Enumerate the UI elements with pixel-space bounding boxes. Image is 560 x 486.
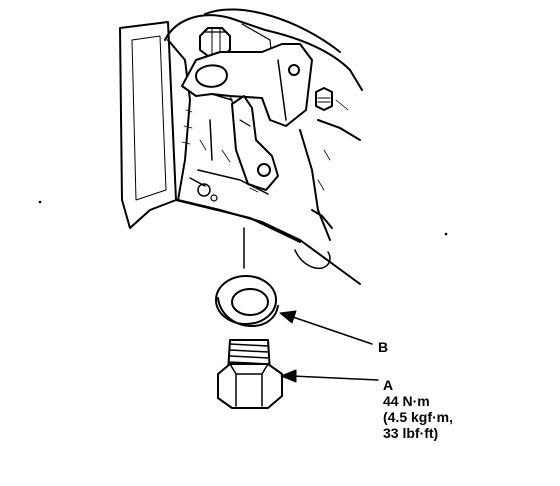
- callout-label-a: A 44 N·m (4.5 kgf·m, 33 lbf·ft): [383, 377, 453, 441]
- torque-value-kgfm: (4.5 kgf·m,: [383, 409, 454, 425]
- sealing-washer: [215, 275, 279, 327]
- side-bolt: [315, 87, 333, 111]
- torque-value-nm: 44 N·m: [383, 393, 430, 409]
- callout-letter-a: A: [383, 377, 394, 393]
- scan-dots: [38, 200, 448, 236]
- torque-value-lbfft: 33 lbf·ft): [383, 425, 439, 441]
- leader-a: [280, 369, 379, 383]
- upper-mounting-bolt: [199, 27, 231, 57]
- drain-plug-bolt: [217, 339, 283, 409]
- callout-label-b: B: [378, 339, 388, 355]
- callout-letter-b: B: [378, 339, 389, 355]
- leader-b: [279, 310, 373, 345]
- mounting-bracket: [181, 43, 313, 191]
